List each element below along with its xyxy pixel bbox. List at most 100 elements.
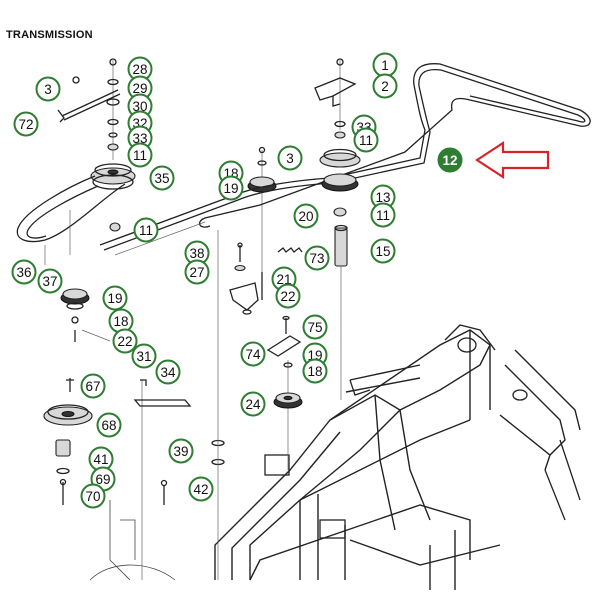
callout-circle [80,373,106,399]
callout-number: 21 [276,272,291,287]
callout: 24 [240,391,266,417]
callout: 1 [372,52,398,78]
pointer-arrow [474,140,550,180]
callout-circle [184,259,210,285]
callout-number: 18 [307,364,322,379]
callout-circle [80,483,106,509]
callout-circle [155,359,181,385]
callout-number: 34 [160,365,176,380]
callout-circle [168,438,194,464]
callout-circle [149,165,175,191]
callout-layer: 2829303233113723511363719182231346768416… [11,52,463,509]
callout-number: 36 [16,265,31,280]
callout-circle [293,203,319,229]
callout: 36 [11,259,37,285]
callout-circle [11,259,37,285]
callout-number: 13 [375,190,390,205]
callout: 74 [240,341,266,367]
callout-number: 72 [18,117,33,132]
callout-number: 1 [381,58,389,73]
callout-number: 11 [139,223,153,238]
callout: 70 [80,483,106,509]
callout-circle [131,343,157,369]
callout-circle [13,111,39,137]
callout-number: 29 [132,81,147,96]
callout-number: 75 [307,320,322,335]
callout-number: 12 [442,153,457,168]
callout-number: 30 [132,99,147,114]
callout-circle [240,341,266,367]
callout: 35 [149,165,175,191]
callout-circle [302,358,328,384]
left-pulley-assembly [16,58,192,581]
callout: 34 [155,359,181,385]
callout-number: 15 [375,244,390,259]
callout: 31 [131,343,157,369]
callout-number: 11 [359,133,373,148]
page-title: TRANSMISSION [6,29,93,41]
callout: 11 [133,217,159,243]
callout-number: 41 [93,452,108,467]
callout-circle [370,238,396,264]
callout: 39 [168,438,194,464]
callout-circle [127,142,153,168]
callout-number: 67 [85,379,100,394]
callout-number: 11 [376,208,390,223]
callout-number: 28 [132,62,147,77]
callout-number: 27 [189,265,204,280]
callout-circle [353,127,379,153]
callout-circle [302,314,328,340]
callout-circle [35,76,61,102]
callout-number: 38 [189,246,204,261]
callout-number: 69 [95,472,110,487]
callout-circle [112,328,138,354]
callout-number: 33 [132,131,147,146]
callout-number: 19 [107,291,122,306]
callout-number: 73 [309,251,324,266]
callout: 19 [102,285,128,311]
callout-number: 18 [113,314,128,329]
callout-number: 24 [245,397,261,412]
callout-number: 37 [42,274,57,289]
callout-circle [240,391,266,417]
callout: 22 [112,328,138,354]
callout-number: 39 [173,444,188,459]
callout-circle [370,202,396,228]
callout-circle [102,285,128,311]
callout-highlighted: 12 [437,147,463,173]
callout-circle [275,283,301,309]
callout: 2 [372,73,398,99]
callout: 3 [35,76,61,102]
callout: 18 [302,358,328,384]
callout: 11 [370,202,396,228]
callout: 22 [275,283,301,309]
callout: 18 [108,308,134,334]
callout-circle [277,145,303,171]
callout-number: 3 [44,82,52,97]
callout-number: 3 [286,151,294,166]
callout-circle [133,217,159,243]
callout-number: 22 [117,334,132,349]
callout: 72 [13,111,39,137]
callout-circle [37,268,63,294]
callout-number: 31 [136,349,151,364]
callout: 3 [277,145,303,171]
callout: 15 [370,238,396,264]
callout: 42 [188,476,214,502]
callout: 73 [304,245,330,271]
callout-number: 35 [154,171,169,186]
callout-number: 68 [101,418,116,433]
callout-number: 42 [193,482,208,497]
callout-circle [188,476,214,502]
middle-pulley-assembly [160,146,303,580]
callout-number: 70 [85,489,100,504]
callout-circle [96,412,122,438]
callout: 75 [302,314,328,340]
callout: 30 [127,93,153,119]
callout: 20 [293,203,319,229]
callout-number: 74 [245,347,261,362]
callout: 11 [127,142,153,168]
callout: 19 [218,175,244,201]
callout: 38 [184,240,210,266]
